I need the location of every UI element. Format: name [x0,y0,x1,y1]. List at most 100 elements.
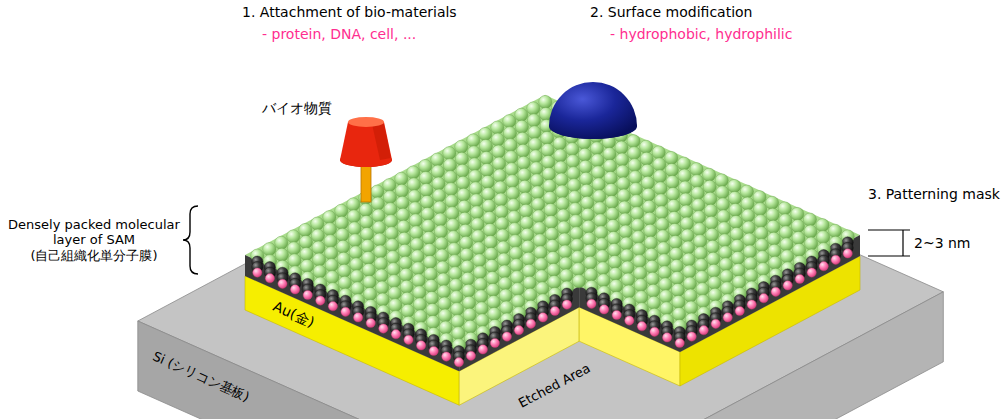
head-group [421,195,434,208]
head-group [592,166,605,179]
thiol-anchor [699,326,708,335]
head-group [520,204,533,217]
head-group [696,283,709,296]
head-group [401,292,414,305]
head-group [665,163,678,176]
head-group [325,247,338,260]
head-group [670,247,683,260]
head-group [646,272,659,285]
head-group [349,234,362,247]
head-group [730,215,743,228]
thiol-anchor [663,333,672,342]
head-group [592,178,605,191]
thiol-anchor [807,268,816,277]
head-group [445,183,458,196]
head-group [389,299,402,312]
head-group [401,304,414,317]
head-group [397,220,410,233]
head-group [335,204,348,217]
head-group [481,163,494,176]
head-group [555,173,568,186]
head-group [595,238,608,251]
head-group [531,186,544,199]
head-group [335,216,348,229]
head-group [616,153,629,166]
head-group [421,207,434,220]
region-label: Etched Area [515,360,592,411]
head-group [680,217,693,230]
thiol-anchor [771,287,780,296]
head-group [313,265,326,278]
head-group [470,206,483,219]
head-group [557,209,570,222]
head-group [423,243,436,256]
head-group [769,256,782,269]
bio-body [340,122,392,167]
head-group [816,219,829,232]
thiol-anchor [391,330,400,339]
head-group [633,255,646,268]
head-group [568,191,581,204]
head-group [515,108,528,121]
head-group [655,206,668,219]
head-group [741,197,754,210]
head-group [804,225,817,238]
head-group [694,247,707,260]
head-group [791,207,804,220]
head-group [620,237,633,250]
head-group [580,172,593,185]
gold-face [680,256,860,386]
head-group [338,264,351,277]
head-group [621,261,634,274]
head-group [361,227,374,240]
head-group [622,285,635,298]
head-group [647,296,660,309]
head-group [347,210,360,223]
head-group [791,219,804,232]
head-group [559,257,572,270]
head-group [659,290,672,303]
thiol-anchor [328,302,337,311]
head-group [767,220,780,233]
head-group [581,196,594,209]
head-group [559,245,572,258]
head-group [691,175,704,188]
head-group [263,243,276,256]
head-group [412,274,425,287]
head-group [679,193,692,206]
head-group [829,224,842,237]
heading-label: 3. Patterning mask [868,186,1000,203]
head-group [730,227,743,240]
head-group [425,291,438,304]
head-group [505,163,518,176]
head-group [627,135,640,148]
thiol-anchor [366,318,375,327]
head-group [768,244,781,257]
head-group [456,164,469,177]
head-group [468,158,481,171]
head-group [780,238,793,251]
head-group [437,285,450,298]
head-group [544,191,557,204]
head-group [547,251,560,264]
head-group [817,231,830,244]
silicon-substrate [138,110,944,419]
head-group [470,194,483,207]
head-group [446,219,459,232]
head-group [767,232,780,245]
head-group [681,229,694,242]
head-group [654,182,667,195]
head-group [450,291,463,304]
head-group [480,151,493,164]
head-group [527,102,540,115]
head-group [505,151,518,164]
head-group [385,215,398,228]
head-group [521,228,534,241]
head-group [657,242,670,255]
head-group [492,145,505,158]
sam-fill [680,235,860,352]
head-group [412,262,425,275]
thiol-anchor [687,332,696,341]
head-group [300,247,313,260]
head-group [678,169,691,182]
